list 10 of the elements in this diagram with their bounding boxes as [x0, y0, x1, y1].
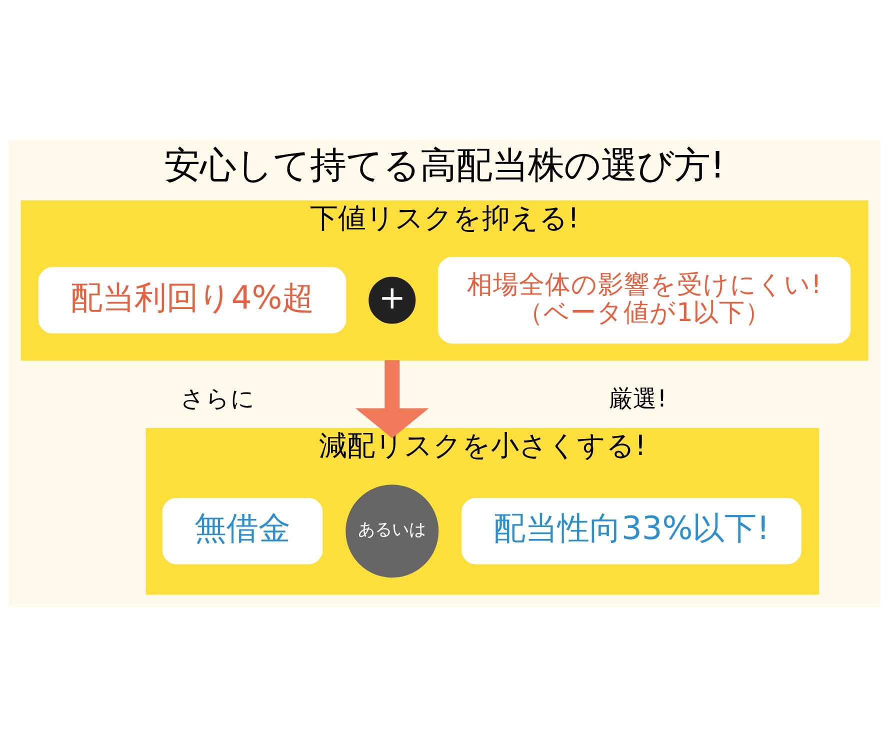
node-box: 相場全体の影響を受けにくい! （ベータ値が1以下）	[438, 256, 851, 344]
diagram-title: 安心して持てる高配当株の選び方!	[164, 143, 725, 186]
node-circle: +	[368, 276, 416, 324]
node-box: 無借金	[162, 498, 323, 564]
arrow	[355, 360, 429, 438]
node-box: 配当性向33%以下!	[462, 498, 802, 564]
label: 厳選!	[609, 384, 667, 412]
node-circle: あるいは	[346, 484, 439, 578]
node-box: 配当利回り4%超	[38, 266, 346, 333]
label: さらに	[180, 384, 256, 412]
